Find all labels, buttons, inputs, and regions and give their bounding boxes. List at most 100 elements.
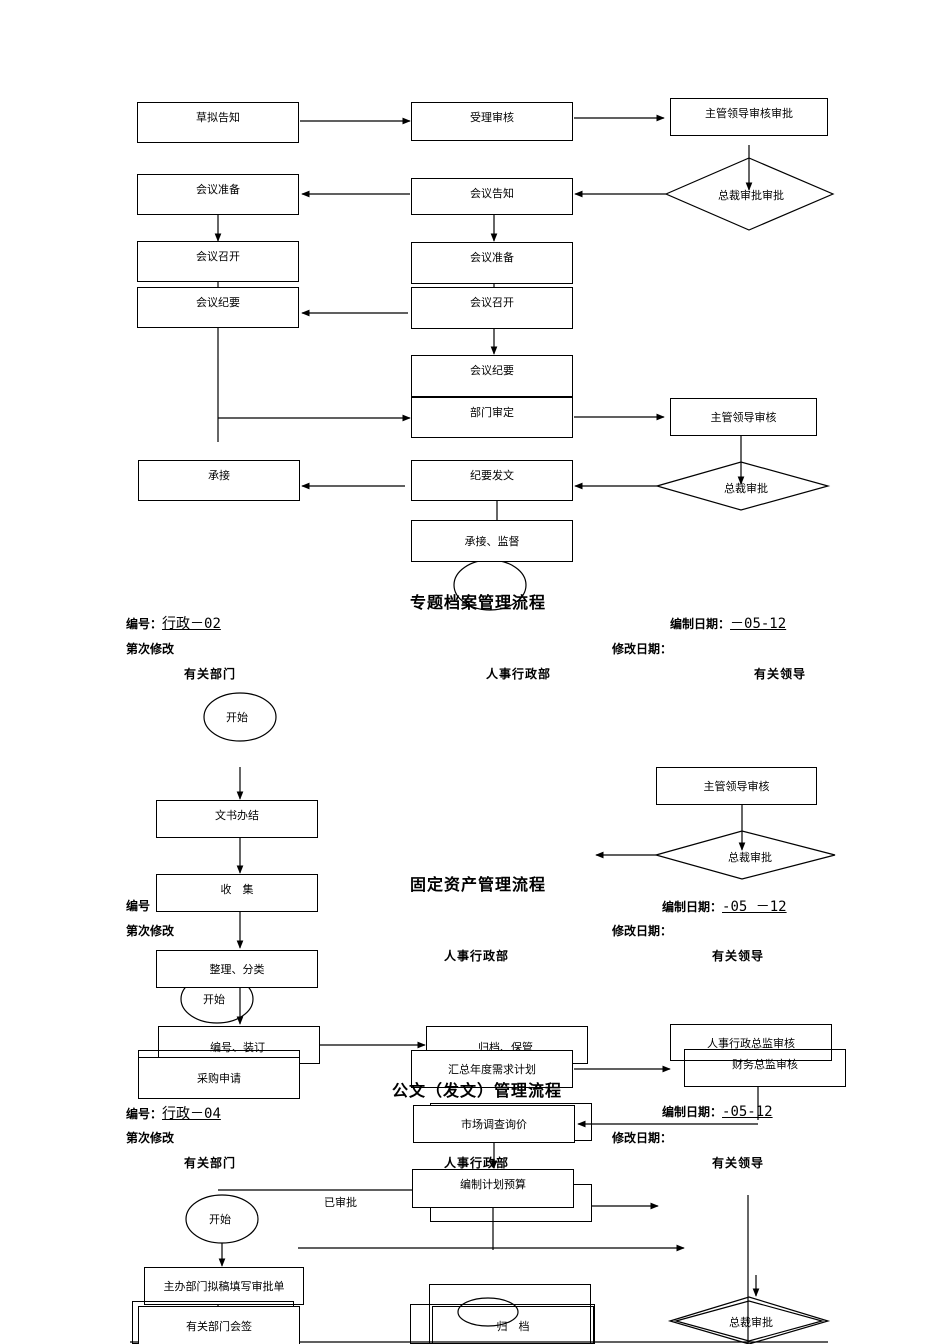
- purchase-request-label: 采购申请: [197, 1072, 241, 1085]
- archive-revision-date: 修改日期：: [612, 642, 673, 656]
- market-survey-box: 市场调查询价: [413, 1105, 575, 1143]
- supervisor-review-approve-label: 主管领导审核审批: [705, 107, 793, 120]
- archive-col-leader: 有关领导: [754, 667, 807, 681]
- archive-supervisor-box: 主管领导审核: [656, 767, 817, 805]
- finance-director-label: 财务总监审核: [732, 1058, 798, 1071]
- asset-date-label: 编制日期：: [662, 900, 723, 914]
- archive-number-value: 行政－02: [162, 616, 221, 632]
- approved-label: 已审批: [324, 1196, 357, 1209]
- president-approve-label: 总裁审批审批: [718, 189, 784, 202]
- doc-president-label: 总裁审批: [729, 1316, 773, 1329]
- asset-revision: 第次修改: [126, 924, 175, 938]
- dept-review-label: 部门审定: [470, 406, 514, 419]
- undertake-supervise-box: 承接、监督: [411, 520, 573, 562]
- undertake-label: 承接: [208, 469, 230, 482]
- minutes-issue-label: 纪要发文: [470, 469, 514, 482]
- doc-date: 编制日期：-05-12: [662, 1103, 773, 1120]
- doc-revision: 第次修改: [126, 1131, 175, 1145]
- doc-done-label: 文书办结: [215, 809, 259, 822]
- collect-box: 收 集: [156, 874, 318, 912]
- archive-number: 编号：行政－02: [126, 613, 221, 633]
- supervisor-review-approve-box: 主管领导审核审批: [670, 98, 828, 136]
- archive-number-label: 编号：: [126, 617, 163, 631]
- president-approve-diamond-shape: [664, 157, 835, 231]
- draft-form-label: 主办部门拟稿填写审批单: [163, 1280, 285, 1293]
- minutes-mid-box: 会议纪要: [411, 355, 573, 397]
- hr-director-box: 人事行政总监审核: [670, 1024, 832, 1061]
- archive-oval-shape: [457, 1297, 519, 1327]
- draft-form-box: 主办部门拟稿填写审批单: [144, 1267, 304, 1305]
- meeting-prep-left-label: 会议准备: [196, 183, 240, 196]
- archive-col-dept: 有关部门: [184, 667, 237, 681]
- president-approval-label: 总裁审批: [724, 482, 768, 495]
- collect-label: 收 集: [220, 883, 254, 896]
- accept-review-box: 受理审核: [411, 102, 573, 141]
- doc-col-leader: 有关领导: [712, 1156, 765, 1170]
- president-approval-diamond3-inner-shape: [673, 1300, 825, 1342]
- doc-start-label: 开始: [209, 1213, 231, 1226]
- supervisor-review-box: 主管领导审核: [670, 398, 817, 436]
- hr-director-label: 人事行政总监审核: [707, 1036, 795, 1050]
- dept-review-box: 部门审定: [411, 397, 573, 438]
- asset-start-label: 开始: [203, 993, 225, 1006]
- summary-plan-label: 汇总年度需求计划: [448, 1063, 536, 1076]
- archive-date-value: －05-12: [730, 616, 787, 632]
- president-approval-diamond2-shape: [653, 830, 836, 880]
- archive-label: 归 档: [496, 1319, 530, 1333]
- sort-box: 整理、分类: [156, 950, 318, 988]
- doc-number-value: 行政－04: [162, 1106, 221, 1122]
- meeting-open-mid-label: 会议召开: [470, 296, 514, 309]
- minutes-mid-label: 会议纪要: [470, 364, 514, 377]
- doc-number: 编号：行政－04: [126, 1103, 221, 1123]
- minutes-issue-box: 纪要发文: [411, 460, 573, 501]
- meeting-prep-left-box: 会议准备: [137, 174, 299, 215]
- asset-col-leader: 有关领导: [712, 949, 765, 963]
- doc-done-box: 文书办结: [156, 800, 318, 838]
- meeting-prep-mid-label: 会议准备: [470, 251, 514, 264]
- president-approval-diamond3-shape: [667, 1296, 831, 1344]
- meeting-open-left-label: 会议召开: [196, 250, 240, 263]
- undertake-supervise-label: 承接、监督: [464, 535, 520, 548]
- archive-col-hr: 人事行政部: [486, 667, 552, 681]
- doc-date-label: 编制日期：: [662, 1105, 723, 1119]
- purchase-request-shadow: [138, 1050, 300, 1060]
- doc-col-dept: 有关部门: [184, 1156, 237, 1170]
- market-survey-label: 市场调查询价: [461, 1118, 527, 1131]
- doc-number-label: 编号：: [126, 1107, 163, 1121]
- draft-notice-box: 草拟告知: [137, 102, 299, 143]
- archive-start-label: 开始: [226, 711, 248, 724]
- undertake-box: 承接: [138, 460, 300, 501]
- budget-box: 编制计划预算: [412, 1169, 574, 1208]
- archive-supervisor-label: 主管领导审核: [703, 780, 770, 793]
- asset-date: 编制日期：-05 －12: [662, 896, 787, 916]
- archive-flow-title: 专题档案管理流程: [410, 593, 547, 612]
- meeting-prep-mid-box: 会议准备: [411, 242, 573, 284]
- minutes-left-box: 会议纪要: [137, 287, 299, 328]
- accept-review-label: 受理审核: [470, 111, 514, 124]
- sort-label: 整理、分类: [209, 963, 265, 976]
- budget-label: 编制计划预算: [460, 1178, 526, 1191]
- meeting-notice-box: 会议告知: [411, 178, 573, 215]
- doc-col-hr: 人事行政部: [444, 1156, 510, 1170]
- meeting-notice-label: 会议告知: [470, 187, 514, 200]
- archive-date: 编制日期：－05-12: [670, 613, 786, 633]
- finance-director-box: 财务总监审核: [684, 1049, 846, 1087]
- countersign-box: 有关部门会签: [138, 1306, 300, 1344]
- countersign-label: 有关部门会签: [186, 1319, 252, 1333]
- archive-revision: 第次修改: [126, 642, 175, 656]
- summary-plan-box: 汇总年度需求计划: [411, 1050, 573, 1088]
- president-approval-diamond-shape: [654, 461, 831, 511]
- draft-notice-label: 草拟告知: [196, 111, 240, 124]
- meeting-open-left-box: 会议召开: [137, 241, 299, 282]
- asset-col-hr: 人事行政部: [444, 949, 510, 963]
- doc-date-value: -05-12: [722, 1104, 773, 1120]
- asset-flow-title: 固定资产管理流程: [410, 875, 547, 894]
- doc-flow-title: 公文（发文）管理流程: [392, 1081, 563, 1100]
- doc-revision-date: 修改日期：: [612, 1131, 673, 1145]
- asset-revision-date: 修改日期：: [612, 924, 673, 938]
- meeting-open-mid-box: 会议召开: [411, 287, 573, 329]
- asset-number-label: 编号: [126, 899, 151, 913]
- minutes-left-label: 会议纪要: [196, 296, 240, 309]
